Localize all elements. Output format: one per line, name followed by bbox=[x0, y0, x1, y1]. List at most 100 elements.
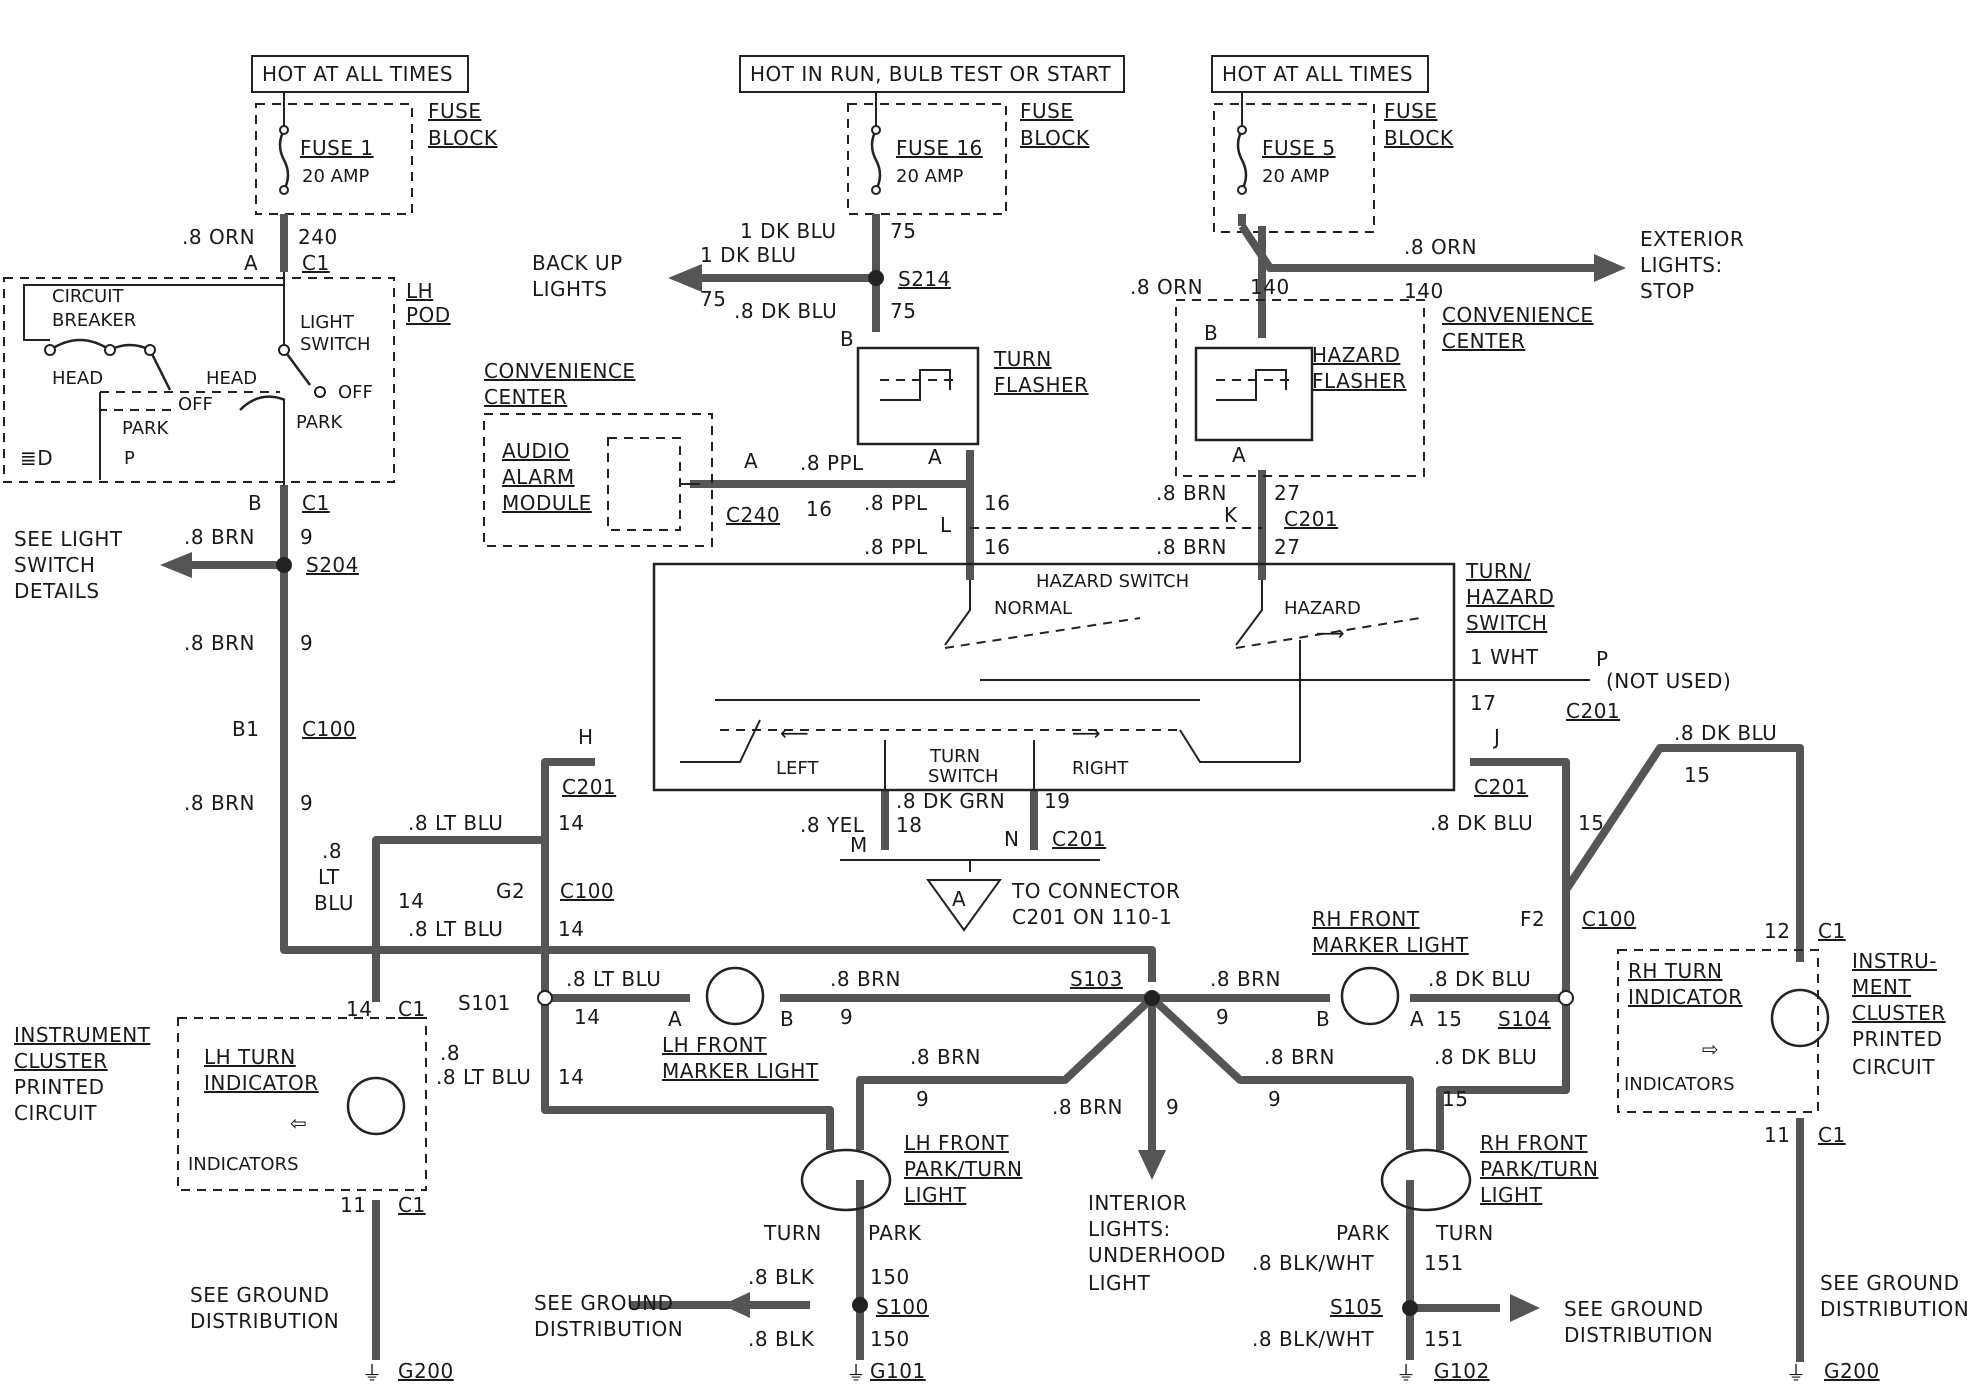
label-orn-2: .8 ORN bbox=[1130, 275, 1203, 299]
ground-label-4a: SEE GROUND bbox=[1820, 1271, 1959, 1295]
label-blkwht-1: .8 BLK/WHT bbox=[1252, 1251, 1374, 1275]
label-brn-8: .8 BRN bbox=[1264, 1045, 1335, 1069]
fuse-16-block-2: BLOCK bbox=[1020, 126, 1090, 150]
label-brn-7: .8 BRN bbox=[1210, 967, 1281, 991]
rh-cluster-title-4: PRINTED bbox=[1852, 1027, 1943, 1051]
ground-symbol-icon-2: ⏚ bbox=[846, 1361, 867, 1385]
fuse-1: FUSE 1 20 AMP FUSE BLOCK bbox=[255, 92, 497, 215]
c201-mn-label: C201 bbox=[1052, 827, 1106, 851]
dkgrn-wire-label: .8 DK GRN bbox=[896, 789, 1005, 813]
label-ppl-1: .8 PPL bbox=[800, 451, 864, 475]
audio-center-label-1: CONVENIENCE bbox=[484, 359, 636, 383]
splice-s104 bbox=[1558, 990, 1574, 1006]
label-12: 12 bbox=[1764, 919, 1790, 943]
ground-label-4b: DISTRIBUTION bbox=[1820, 1297, 1969, 1321]
label-h: H bbox=[578, 725, 594, 749]
label-14-5: 14 bbox=[574, 1005, 600, 1029]
park-label-1: PARK bbox=[122, 418, 170, 439]
lh-indicator-label-1: LH TURN bbox=[204, 1045, 296, 1069]
lh-front-marker-light: LH FRONT MARKER LIGHT bbox=[662, 966, 818, 1083]
rh-marker-label-1: RH FRONT bbox=[1312, 907, 1420, 931]
label-c1-top: C1 bbox=[302, 251, 330, 275]
head-label-2: HEAD bbox=[206, 368, 257, 389]
fuse-1-rating: 20 AMP bbox=[302, 166, 369, 187]
fuse-5-block-2: BLOCK bbox=[1384, 126, 1454, 150]
label-140-2: 140 bbox=[1404, 279, 1444, 303]
label-c240: C240 bbox=[726, 503, 780, 527]
ground-symbol-icon-4: ⏚ bbox=[1786, 1361, 1807, 1385]
to-connector-label-1: TO CONNECTOR bbox=[1011, 879, 1180, 903]
fuse-5-name: FUSE 5 bbox=[1262, 136, 1336, 160]
label-15-2: 15 bbox=[1442, 1087, 1468, 1111]
convenience-center-label-1: CONVENIENCE bbox=[1442, 303, 1594, 327]
fuse-5-rating: 20 AMP bbox=[1262, 166, 1329, 187]
label-11-lh: 11 bbox=[340, 1193, 366, 1217]
source-right-label: HOT AT ALL TIMES bbox=[1222, 62, 1413, 86]
label-g2: G2 bbox=[496, 879, 525, 903]
audio-alarm-module: CONVENIENCE CENTER AUDIO ALARM MODULE bbox=[483, 359, 713, 547]
label-s104: S104 bbox=[1498, 1007, 1551, 1031]
label-f2: F2 bbox=[1520, 907, 1545, 931]
label-s105: S105 bbox=[1330, 1295, 1383, 1319]
g200b-label: G200 bbox=[1824, 1359, 1880, 1383]
label-b-turn: B bbox=[840, 327, 854, 351]
rh-indicators-label: INDICATORS bbox=[1624, 1074, 1735, 1095]
label-c201-k: C201 bbox=[1284, 507, 1338, 531]
lh-pod: LH POD CIRCUIT BREAKER LIGHT SWITCH HEAD… bbox=[3, 272, 450, 485]
label-ppl-2: .8 PPL bbox=[864, 491, 928, 515]
off-label-1: OFF bbox=[178, 394, 213, 415]
wire-labels: .8 ORN 240 A C1 B C1 .8 BRN 9 S204 .8 BR… bbox=[182, 219, 1846, 1351]
lh-indicator-label-2: INDICATOR bbox=[204, 1071, 319, 1095]
left-indicator-arrow-icon: ⇦ bbox=[290, 1111, 307, 1135]
lh-park-label-3: LIGHT bbox=[904, 1183, 967, 1207]
interior-label-2: LIGHTS: bbox=[1088, 1217, 1171, 1241]
label-9-1: 9 bbox=[300, 525, 313, 549]
hazard-arrow-icon: ⟶ bbox=[1316, 621, 1345, 645]
right-indicator-arrow-icon: ⇨ bbox=[1702, 1037, 1719, 1061]
rh-park-label-2: PARK/TURN bbox=[1480, 1157, 1598, 1181]
source-box-middle: HOT IN RUN, BULB TEST OR START bbox=[739, 55, 1125, 93]
ground-label-1b: DISTRIBUTION bbox=[190, 1309, 339, 1333]
to-connector-label-2: C201 ON 110-1 bbox=[1012, 905, 1172, 929]
splice-s214 bbox=[868, 270, 884, 286]
label-ltblu-3: .8 LT BLU bbox=[566, 967, 661, 991]
fuse-16: FUSE 16 20 AMP FUSE BLOCK bbox=[847, 92, 1090, 215]
hazard-flasher: HAZARD FLASHER CONVENIENCE CENTER bbox=[1175, 299, 1594, 477]
lh-turn-label: TURN bbox=[763, 1221, 822, 1245]
source-middle-label: HOT IN RUN, BULB TEST OR START bbox=[750, 62, 1111, 86]
wire-17-label: 17 bbox=[1470, 691, 1496, 715]
label-orn-3: .8 ORN bbox=[1404, 235, 1477, 259]
rh-indicator-label-1: RH TURN bbox=[1628, 959, 1723, 983]
label-b-c1: B bbox=[248, 491, 262, 515]
lh-cluster-title-2: CLUSTER bbox=[14, 1049, 108, 1073]
label-151-2: 151 bbox=[1424, 1327, 1464, 1351]
label-dkblu-2: .8 DK BLU bbox=[1434, 1045, 1537, 1069]
splice-s204 bbox=[276, 557, 292, 573]
left-label: LEFT bbox=[776, 758, 819, 779]
label-j: J bbox=[1492, 725, 1500, 749]
label-ltblu-1: .8 LT BLU bbox=[408, 811, 503, 835]
label-c1-rh-bottom: C1 bbox=[1818, 1123, 1846, 1147]
turn-switch-label-2: SWITCH bbox=[928, 766, 999, 787]
label-27-1: 27 bbox=[1274, 481, 1300, 505]
label-16-3: 16 bbox=[984, 535, 1010, 559]
label-75-2: 75 bbox=[700, 287, 726, 311]
g101-label: G101 bbox=[870, 1359, 926, 1383]
label-c1-lh: C1 bbox=[398, 997, 426, 1021]
label-9-6: 9 bbox=[1166, 1095, 1179, 1119]
label-c1-lh-bottom: C1 bbox=[398, 1193, 426, 1217]
not-used-label: (NOT USED) bbox=[1606, 669, 1731, 693]
rh-turn-label: TURN bbox=[1435, 1221, 1494, 1245]
label-c201-j: C201 bbox=[1474, 775, 1528, 799]
head-label-1: HEAD bbox=[52, 368, 103, 389]
rh-park-label-3: LIGHT bbox=[1480, 1183, 1543, 1207]
ground-label-2b: DISTRIBUTION bbox=[534, 1317, 683, 1341]
wiring bbox=[160, 214, 1804, 1362]
rh-instrument-cluster: INSTRU- MENT CLUSTER PRINTED CIRCUIT RH … bbox=[1617, 949, 1945, 1113]
label-dkblu1-2: 1 DK BLU bbox=[700, 243, 796, 267]
rh-park-pin-label: PARK bbox=[1336, 1221, 1390, 1245]
label-c100-2: C100 bbox=[560, 879, 614, 903]
pin-n-label: N bbox=[1004, 827, 1019, 851]
label-s101: S101 bbox=[458, 991, 511, 1015]
wht-wire-label: 1 WHT bbox=[1470, 645, 1539, 669]
